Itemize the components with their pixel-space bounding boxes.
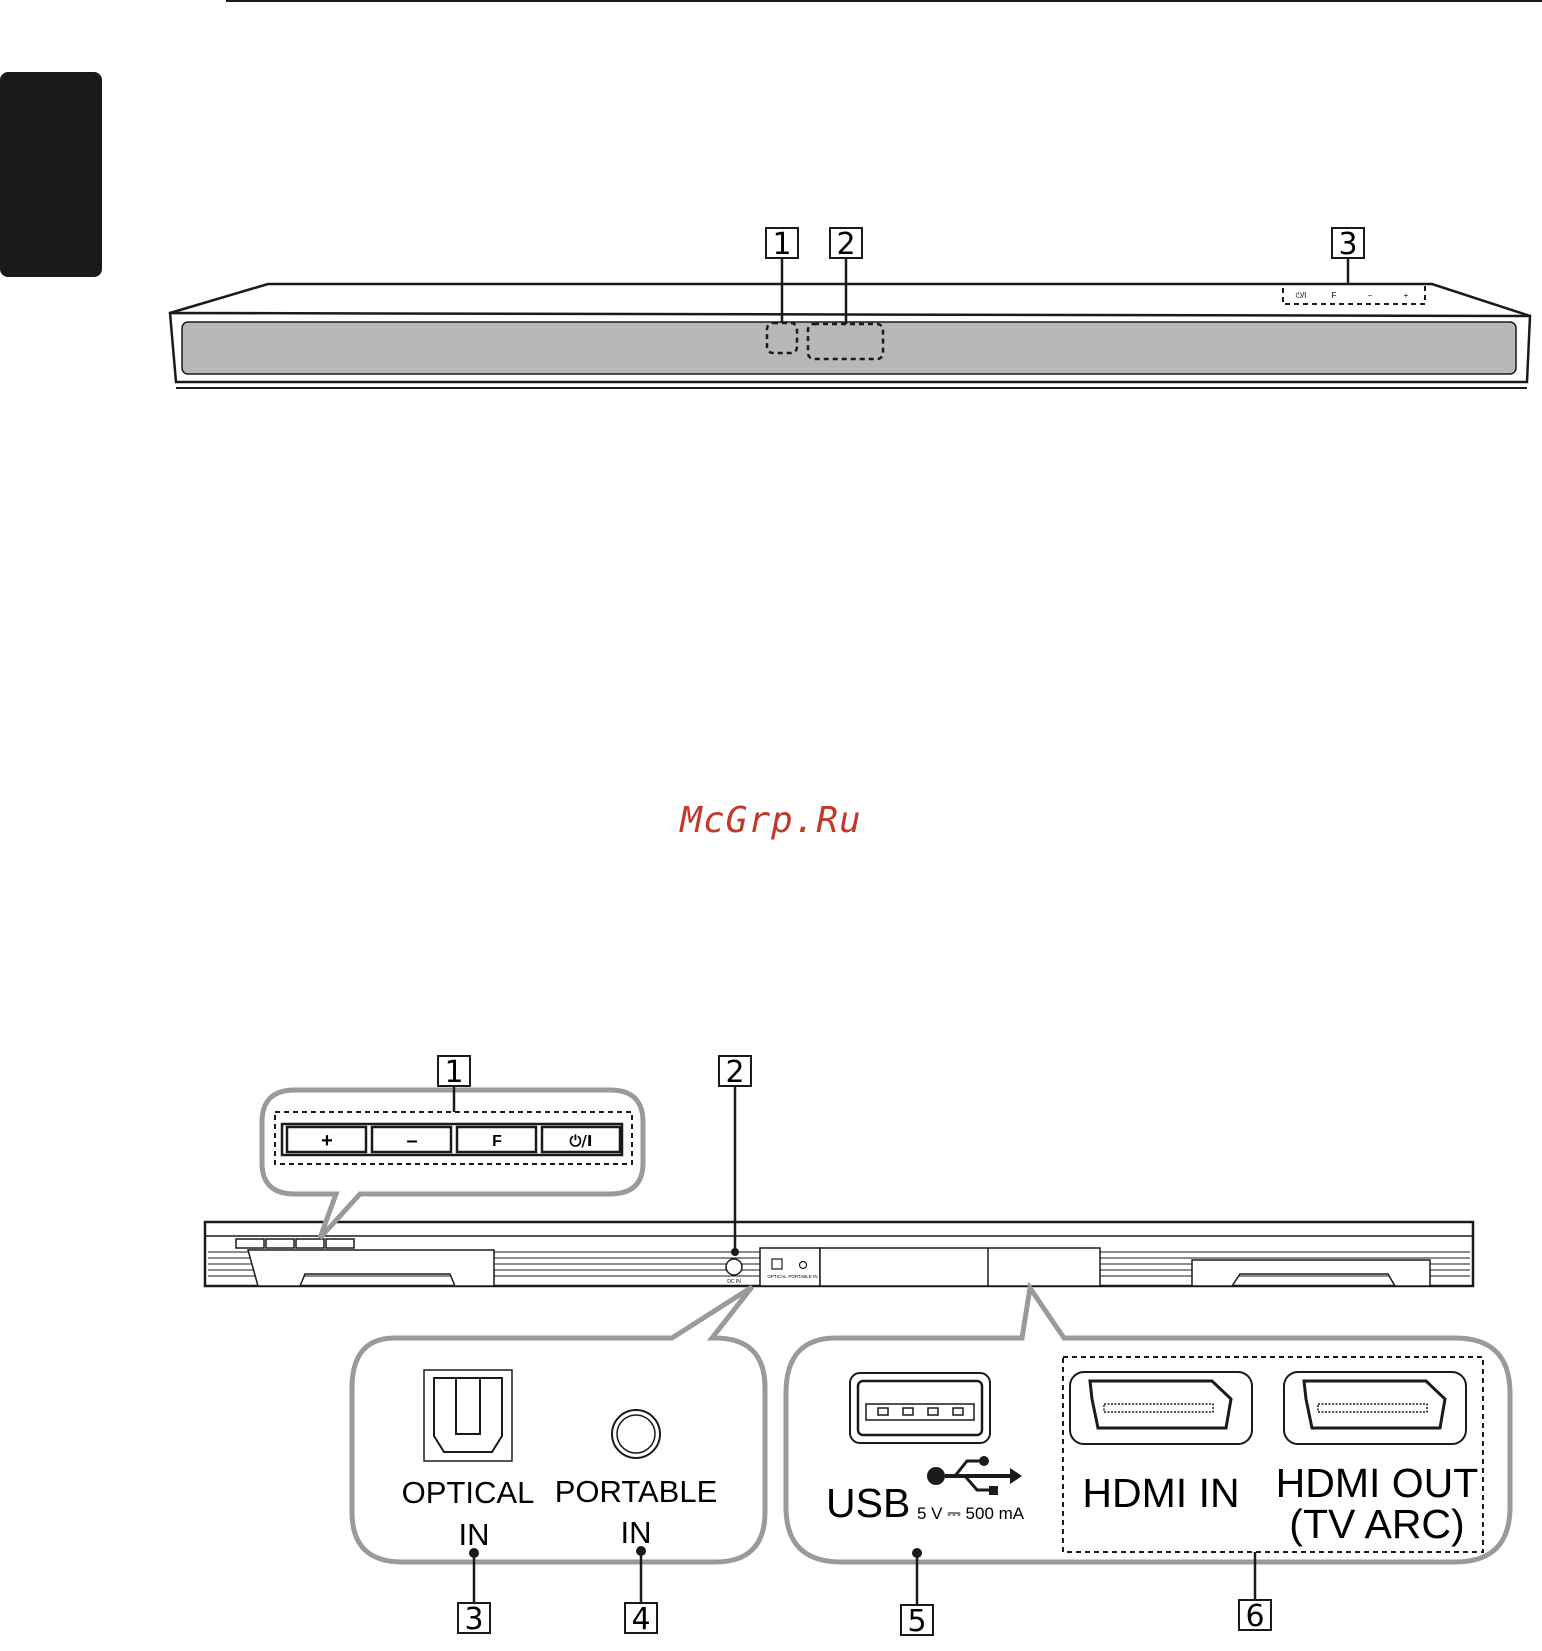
front-grille	[182, 322, 1516, 374]
front-button-plus-label: +	[1404, 291, 1409, 300]
hdmi-in-port-pins	[1104, 1404, 1213, 1412]
optical-small-port	[772, 1259, 782, 1269]
rear-callout-2: 2	[725, 1055, 744, 1090]
usb-rating-label: 5 V ⎓ 500 mA	[917, 1504, 1025, 1523]
button-minus-label: –	[406, 1130, 417, 1152]
front-top-edge	[170, 284, 1530, 316]
front-callout-3: 3	[1338, 227, 1357, 262]
rear-callout-6: 6	[1245, 1599, 1264, 1634]
button-function-label: F	[492, 1133, 502, 1150]
rear-connector-recess	[820, 1248, 1100, 1286]
hdmi-out-label-line2: (TV ARC)	[1289, 1501, 1464, 1547]
front-button-minus-label: –	[1368, 291, 1373, 300]
usb-label: USB	[826, 1480, 910, 1526]
hdmi-out-port-pins	[1318, 1404, 1427, 1412]
section-tab	[0, 72, 102, 277]
watermark: McGrp.Ru	[0, 800, 1542, 841]
hdmi-in-label: HDMI IN	[1082, 1470, 1239, 1516]
optical-port-shutter	[456, 1378, 480, 1434]
dc-in-jack	[726, 1259, 742, 1275]
portable-in-jack-inner	[617, 1415, 655, 1453]
rear-callout-3-dot	[469, 1548, 479, 1558]
rear-callout-5: 5	[907, 1604, 926, 1639]
portable-in-label-line2: IN	[621, 1515, 652, 1550]
rear-callout-4: 4	[631, 1602, 650, 1637]
rear-callout-5-dot	[912, 1548, 922, 1558]
rear-view: DC IN OPTICAL PORTABLE IN + – F ⏻/I OPTI…	[205, 1055, 1510, 1639]
button-plus-label: +	[321, 1130, 333, 1152]
optical-in-label-line2: IN	[459, 1517, 490, 1552]
rear-callout-4-dot	[636, 1546, 646, 1556]
front-button-power-label: ⏻/I	[1296, 291, 1307, 300]
front-button-f-label: F	[1332, 291, 1337, 300]
front-callout-2: 2	[836, 227, 855, 262]
rear-callout-3: 3	[464, 1602, 483, 1637]
front-view: ⏻/I F – + 1 2 3	[170, 227, 1530, 388]
front-callout-1: 1	[772, 227, 791, 262]
button-power-label: ⏻/I	[570, 1132, 593, 1150]
rear-jack-panel	[760, 1248, 820, 1286]
audio-in-bubble	[352, 1287, 765, 1562]
optical-small-label: OPTICAL	[767, 1274, 787, 1279]
rear-callout-2-dot	[731, 1248, 739, 1256]
dc-in-small-label: DC IN	[727, 1279, 741, 1285]
rear-callout-1: 1	[444, 1055, 463, 1090]
hdmi-out-label-line1: HDMI OUT	[1276, 1460, 1479, 1506]
portable-small-label: PORTABLE IN	[788, 1274, 817, 1279]
portable-small-jack	[800, 1262, 807, 1269]
portable-in-label-line1: PORTABLE	[555, 1474, 718, 1509]
optical-in-label-line1: OPTICAL	[402, 1475, 535, 1510]
